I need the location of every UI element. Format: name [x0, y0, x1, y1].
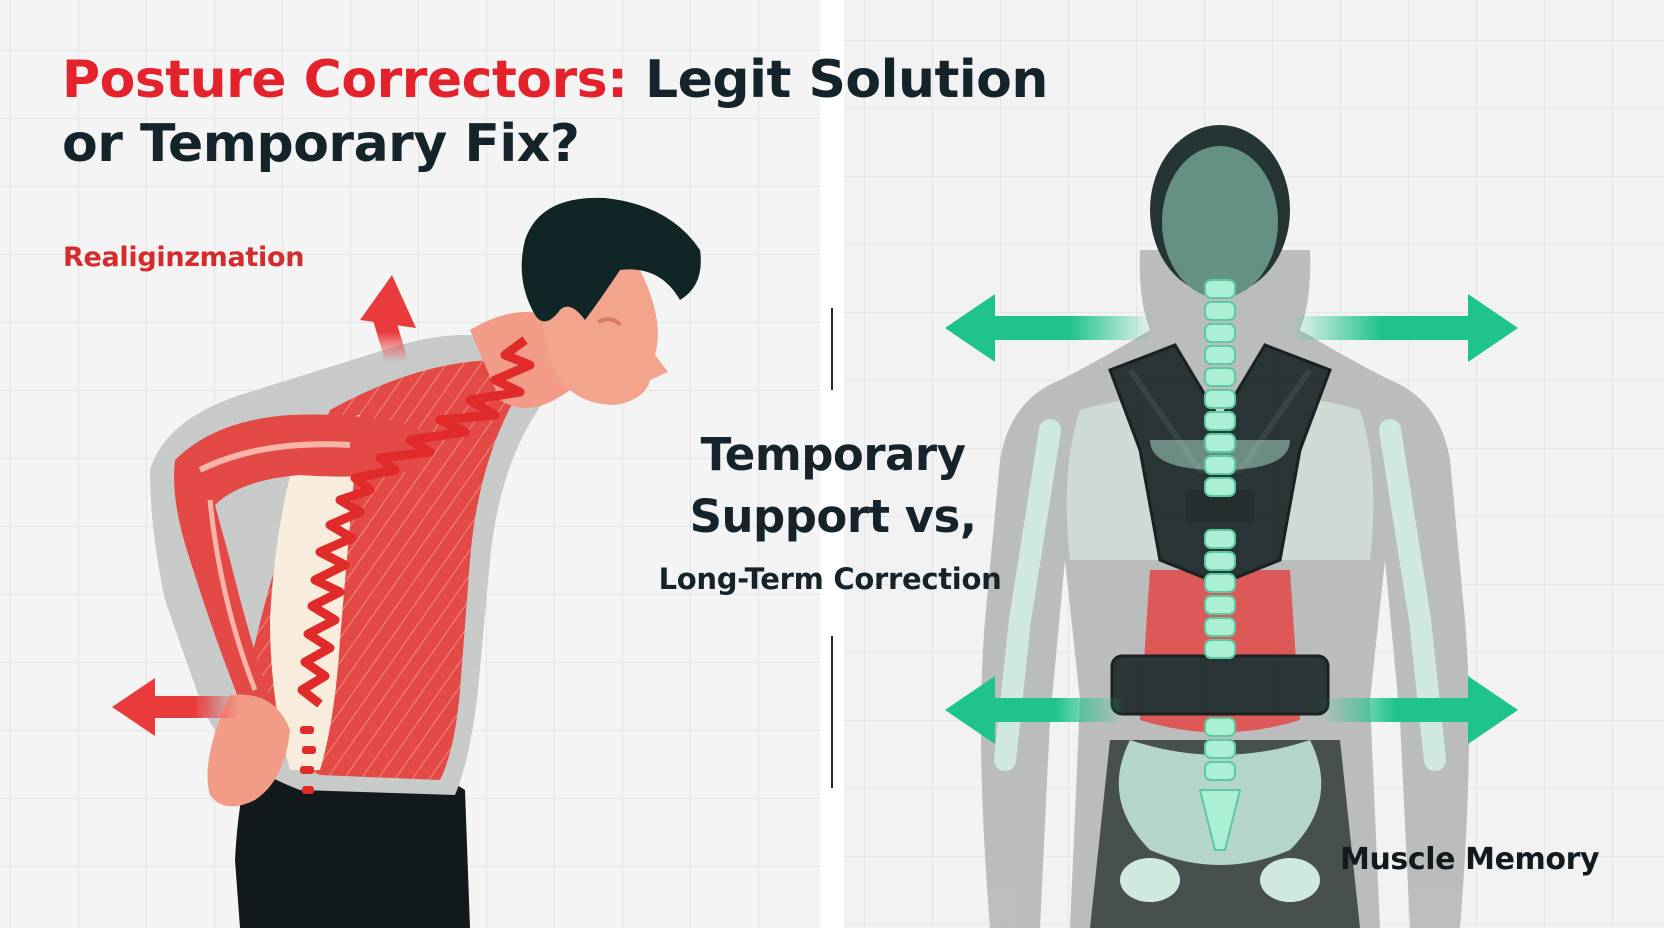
hand: [207, 694, 290, 807]
hunched-figure: [150, 197, 701, 928]
brace-buckle: [1185, 490, 1255, 522]
brace-belt: [1110, 654, 1330, 716]
center-line2: Support vs,: [689, 490, 977, 543]
arrow-left-red-icon: [112, 678, 240, 736]
hair: [521, 197, 701, 322]
title-line2: or Temporary Fix?: [62, 114, 580, 174]
center-divider-top: [831, 308, 833, 390]
skeleton-figure: [981, 125, 1469, 928]
center-divider-bottom: [831, 636, 833, 788]
center-subtitle: Long-Term Correction: [658, 562, 1002, 596]
title-accent: Posture Correctors:: [62, 50, 628, 110]
double-arrow-green-lower-icon: [945, 676, 1518, 744]
page-title: Posture Correctors: Legit Solution or Tem…: [62, 48, 1062, 176]
double-arrow-green-icon: [945, 294, 1518, 362]
skull: [1162, 146, 1278, 298]
left-label: Realiginzmation: [63, 242, 305, 273]
spine-zigzag: [297, 336, 535, 708]
right-label: Muscle Memory: [1340, 842, 1600, 877]
title-rest: Legit Solution: [645, 50, 1048, 110]
spine-vertebrae: [1198, 279, 1242, 851]
center-line1: Temporary: [700, 428, 966, 481]
back-skin: [270, 415, 360, 770]
arrow-up-red-icon: [360, 275, 416, 366]
